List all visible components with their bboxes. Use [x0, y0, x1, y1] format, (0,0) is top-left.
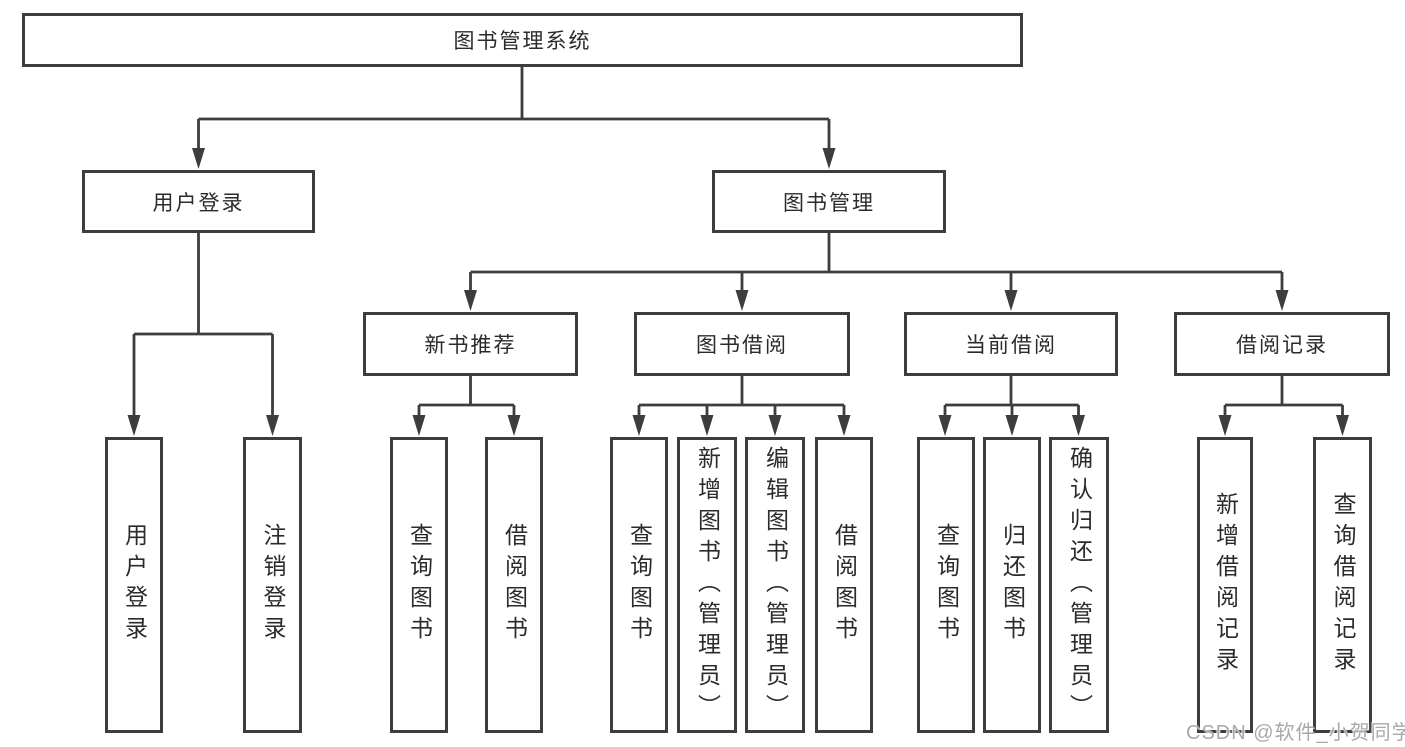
connector-user-login-to-children: [127, 233, 279, 436]
arrowhead: [464, 290, 477, 311]
arrowhead: [938, 415, 952, 436]
leaf-query-borrow-record: 查询借阅记录: [1313, 437, 1372, 733]
arrowhead: [1005, 415, 1019, 436]
arrowhead: [1275, 290, 1289, 311]
connector-book-management-to-modules: [464, 233, 1289, 311]
node-library-management-system: 图书管理系统: [22, 13, 1023, 67]
connector-current-borrowing-to-children: [938, 376, 1085, 436]
arrowhead: [507, 415, 521, 436]
arrowhead: [1072, 415, 1085, 436]
leaf-user-login: 用户登录: [105, 437, 163, 733]
arrowhead: [1218, 415, 1232, 436]
connector-book-borrowing-to-children: [632, 376, 851, 436]
arrowhead: [1336, 415, 1349, 436]
connector-line: [197, 67, 831, 150]
connector-line: [637, 376, 846, 418]
arrowhead: [632, 415, 646, 436]
arrowhead: [127, 415, 141, 436]
leaf-confirm-return-admin: 确认归还（管理员）: [1049, 437, 1109, 733]
arrowhead: [1004, 290, 1018, 311]
connector-line: [469, 233, 1284, 293]
arrowhead: [768, 415, 782, 436]
leaf-return-books: 归还图书: [983, 437, 1041, 733]
watermark-text: CSDN @软件_小贺同学: [1186, 722, 1405, 744]
connector-line: [1223, 376, 1344, 418]
leaf-add-borrow-record: 新增借阅记录: [1197, 437, 1253, 733]
arrowhead: [822, 148, 836, 169]
connector-line: [132, 233, 274, 418]
arrowhead: [266, 415, 279, 436]
leaf-query-books-current: 查询图书: [917, 437, 975, 733]
connector-line: [417, 376, 516, 418]
leaf-logout: 注销登录: [243, 437, 302, 733]
node-borrowing-records: 借阅记录: [1174, 312, 1390, 376]
connector-borrowing-records-to-children: [1218, 376, 1349, 436]
leaf-query-books-recommend: 查询图书: [390, 437, 448, 733]
connector-line: [943, 376, 1080, 418]
arrowhead: [700, 415, 714, 436]
leaf-add-books-admin: 新增图书（管理员）: [677, 437, 737, 733]
arrowhead: [192, 148, 205, 169]
node-user-login: 用户登录: [82, 170, 315, 233]
leaf-borrow-books-borrowing: 借阅图书: [815, 437, 873, 733]
connector-root-to-level2: [192, 67, 836, 169]
leaf-edit-books-admin: 编辑图书（管理员）: [745, 437, 805, 733]
leaf-query-books-borrowing: 查询图书: [610, 437, 668, 733]
arrowhead: [412, 415, 426, 436]
node-current-borrowing: 当前借阅: [904, 312, 1118, 376]
connector-new-book-to-children: [412, 376, 521, 436]
node-book-borrowing: 图书借阅: [634, 312, 850, 376]
node-new-book-recommendation: 新书推荐: [363, 312, 578, 376]
arrowhead: [837, 415, 851, 436]
node-book-management: 图书管理: [712, 170, 946, 233]
leaf-borrow-books-recommend: 借阅图书: [485, 437, 543, 733]
arrowhead: [735, 290, 749, 311]
